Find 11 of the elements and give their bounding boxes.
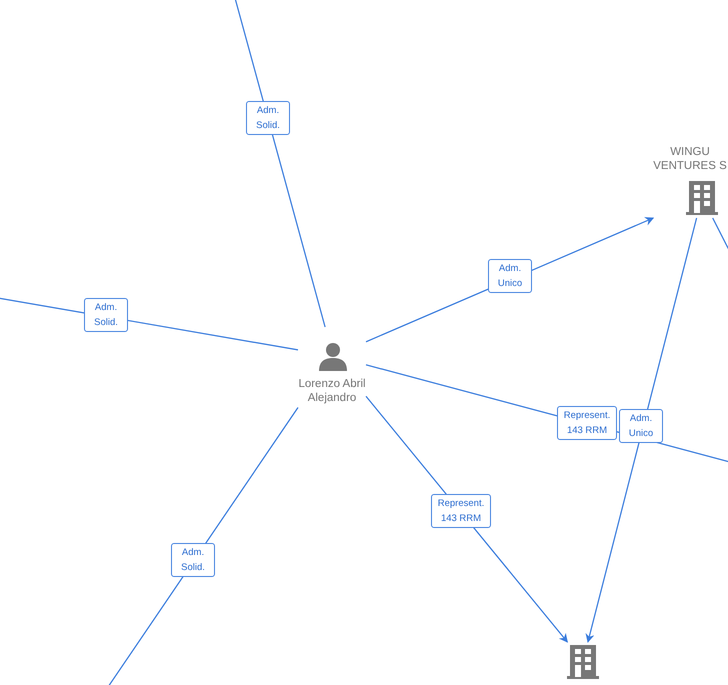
edge-label: Adm. Solid.	[84, 298, 128, 332]
node-name: WINGU VENTURES S	[652, 145, 728, 173]
edge-label: Represent. 143 RRM	[431, 494, 491, 528]
node-name: Lorenzo Abril Alejandro	[298, 377, 366, 405]
edge-label: Represent. 143 RRM	[557, 406, 617, 440]
connector-line	[234, 0, 326, 328]
edge-label: Adm. Solid.	[171, 543, 215, 577]
arrow	[586, 218, 698, 643]
edge-label: Adm. Unico	[488, 259, 532, 293]
edge-label: Adm. Solid.	[246, 101, 290, 135]
edge-label: Adm. Unico	[619, 409, 663, 443]
